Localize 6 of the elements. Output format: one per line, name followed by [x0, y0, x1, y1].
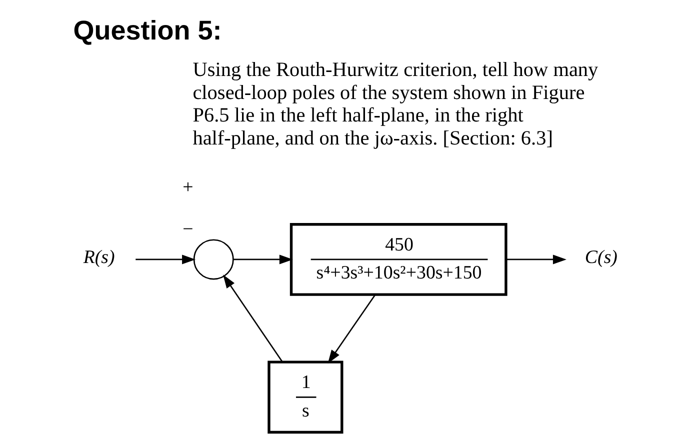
label: Using the Routh-Hurwitz criterion, tell how many closed-loop poles of the system shown in Figure P6.5 lie in the left half-plane, in the right half-plane, and on the jω-axis. [Section: 6.3]: [192, 58, 598, 150]
node-text: R(s): [83, 247, 115, 268]
diagram-title: Question 5:: [73, 15, 222, 46]
node-label: −: [182, 218, 194, 240]
node-text: C(s): [584, 247, 618, 268]
node-label: +: [182, 176, 194, 198]
